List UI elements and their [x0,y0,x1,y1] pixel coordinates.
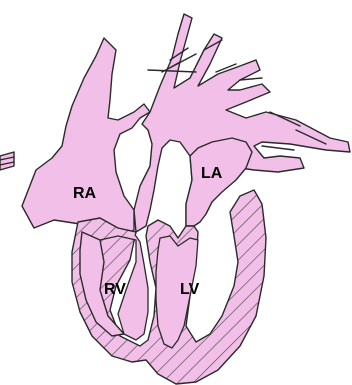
label-lv: LV [180,281,200,298]
left-vessel-stub [0,152,14,170]
label-ra: RA [73,185,97,202]
right-atrium [22,38,150,236]
label-la: LA [201,165,223,182]
label-rv: RV [104,281,126,298]
